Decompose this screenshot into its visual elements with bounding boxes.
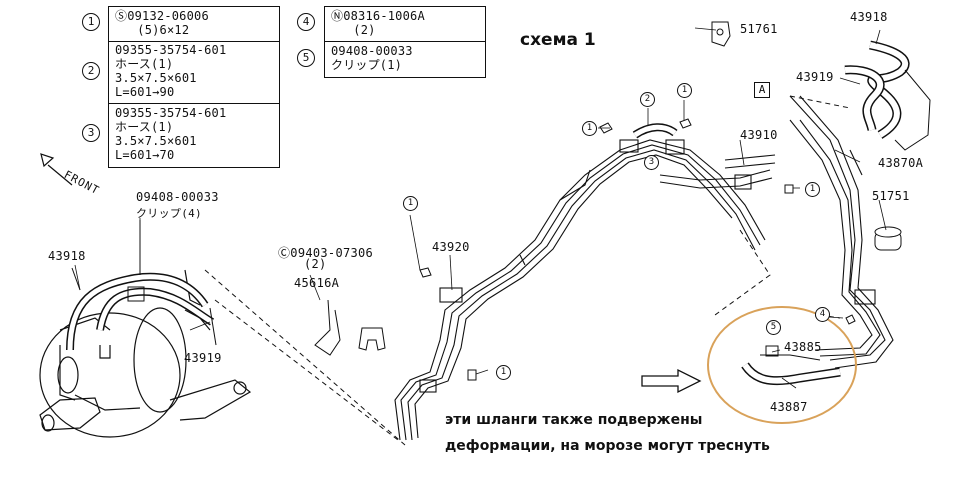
legend-right: Ⓝ08316-1006A (2) 09408-00033 クリップ(1) bbox=[324, 6, 486, 78]
left-hose-43919 bbox=[96, 287, 215, 331]
callout-box-a: A bbox=[754, 82, 770, 98]
part-51761-icon bbox=[711, 21, 731, 47]
legend-row-3-line-3: 3.5×7.5×601 bbox=[115, 134, 197, 148]
legend-row-2-line-3: 3.5×7.5×601 bbox=[115, 71, 197, 85]
bracket-45616A-icon bbox=[314, 299, 341, 356]
legend-num-2: 2 bbox=[82, 62, 100, 80]
label-09403-qty: (2) bbox=[304, 257, 327, 271]
diagram-title: схема 1 bbox=[520, 30, 596, 50]
bolts bbox=[419, 118, 856, 381]
callout-1-c: 1 bbox=[805, 182, 820, 197]
legend-num-5: 5 bbox=[297, 49, 315, 67]
label-43920: 43920 bbox=[432, 240, 470, 254]
callout-1-e: 1 bbox=[496, 365, 511, 380]
left-clip bbox=[71, 220, 217, 346]
legend-row-2-line-1: 09355-35754-601 bbox=[115, 43, 227, 57]
label-09408: 09408-00033 bbox=[136, 190, 219, 204]
legend-row-4-line-1: Ⓝ08316-1006A bbox=[331, 9, 425, 23]
center-hose bbox=[632, 123, 678, 139]
clip-09403-icon bbox=[358, 327, 386, 351]
dashed-guide-lines bbox=[204, 95, 851, 446]
legend-row-2: 09355-35754-601 ホース(1) 3.5×7.5×601 L=601… bbox=[109, 41, 279, 104]
callout-1-d: 1 bbox=[403, 196, 418, 211]
highlighted-hoses bbox=[741, 345, 841, 386]
left-hose-43918 bbox=[66, 272, 209, 351]
legend-row-1-line-2: (5)6×12 bbox=[115, 23, 190, 37]
callout-1-a: 1 bbox=[582, 121, 597, 136]
legend-row-4-line-2: (2) bbox=[331, 23, 376, 37]
brake-line-bundle bbox=[394, 95, 894, 441]
legend-row-3: 09355-35754-601 ホース(1) 3.5×7.5×601 L=601… bbox=[109, 104, 279, 166]
legend-left: Ⓢ09132-06006 (5)6×12 09355-35754-601 ホース… bbox=[108, 6, 280, 168]
label-43918-left: 43918 bbox=[48, 249, 86, 263]
callout-5: 5 bbox=[766, 320, 781, 335]
legend-row-2-line-4: L=601→90 bbox=[115, 85, 175, 99]
note-line-1: эти шланги также подвержены bbox=[445, 412, 703, 428]
legend-num-1: 1 bbox=[82, 13, 100, 31]
legend-num-4: 4 bbox=[297, 13, 315, 31]
label-45616A: 45616A bbox=[294, 276, 340, 290]
highlight-circle bbox=[707, 306, 857, 424]
label-43919-left: 43919 bbox=[184, 351, 222, 365]
label-43885: 43885 bbox=[784, 340, 822, 354]
legend-row-3-line-4: L=601→70 bbox=[115, 148, 175, 162]
callout-3: 3 bbox=[644, 155, 659, 170]
legend-row-1: Ⓢ09132-06006 (5)6×12 bbox=[109, 7, 279, 42]
legend-row-5: 09408-00033 クリップ(1) bbox=[325, 42, 485, 76]
legend-row-3-line-1: 09355-35754-601 bbox=[115, 106, 227, 120]
label-51761: 51761 bbox=[740, 22, 778, 36]
callout-2: 2 bbox=[640, 92, 655, 107]
legend-row-1-line-1: Ⓢ09132-06006 bbox=[115, 9, 209, 23]
label-51751: 51751 bbox=[872, 189, 910, 203]
callout-4: 4 bbox=[815, 307, 830, 322]
legend-row-4: Ⓝ08316-1006A (2) bbox=[325, 7, 485, 42]
label-43870A: 43870A bbox=[878, 156, 924, 170]
legend-num-3: 3 bbox=[82, 124, 100, 142]
part-51751-icon bbox=[874, 226, 902, 251]
brake-booster-assembly bbox=[39, 269, 252, 438]
label-43887: 43887 bbox=[770, 400, 808, 414]
leader-lines bbox=[74, 27, 887, 389]
note-line-2: деформации, на морозе могут треснуть bbox=[445, 438, 770, 454]
label-09408-sub: クリップ(4) bbox=[136, 207, 202, 220]
label-09403: Ⓒ09403-07306 bbox=[278, 246, 374, 260]
upper-right-hoses bbox=[844, 40, 931, 151]
label-43918-top: 43918 bbox=[850, 10, 888, 24]
legend-row-5-line-2: クリップ(1) bbox=[331, 58, 403, 72]
front-arrow-icon bbox=[40, 153, 73, 186]
label-43910: 43910 bbox=[740, 128, 778, 142]
legend-row-2-line-2: ホース(1) bbox=[115, 57, 174, 71]
legend-row-3-line-2: ホース(1) bbox=[115, 120, 174, 134]
label-43919-top: 43919 bbox=[796, 70, 834, 84]
callout-1-b: 1 bbox=[677, 83, 692, 98]
pointer-arrow-icon bbox=[641, 368, 702, 394]
legend-row-5-line-1: 09408-00033 bbox=[331, 44, 413, 58]
